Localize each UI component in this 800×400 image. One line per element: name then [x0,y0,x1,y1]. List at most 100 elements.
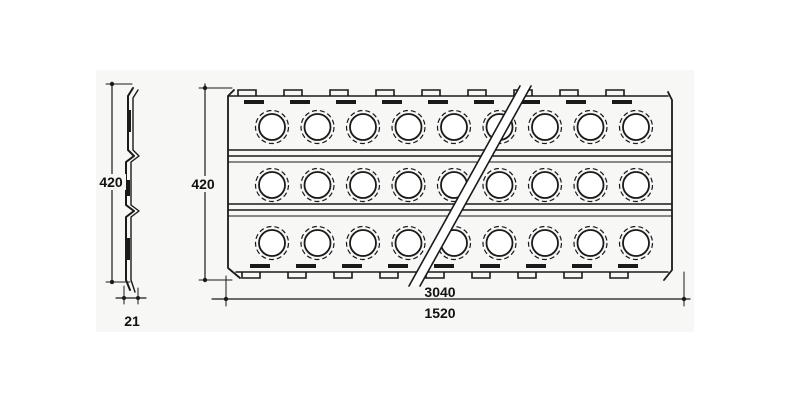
edge-tooth [283,89,303,96]
dimension-dot [223,296,229,302]
hole-grid [254,109,654,261]
edge-slot [434,264,454,268]
perforation-hole [618,167,654,203]
top-slot-row [237,89,632,104]
perforation-hole [618,109,654,145]
hole-dashed-ring [300,167,335,203]
edge-slot [244,100,264,104]
edge-tooth [471,272,491,279]
dimension-dot [136,296,140,300]
edge-slot [388,264,408,268]
edge-tooth [241,272,261,279]
perforation-hole [391,167,426,203]
break-line-left [408,85,521,287]
dimension-dot [122,296,126,300]
hole-dashed-ring [573,167,608,203]
edge-tooth [237,89,257,96]
perforation-hole [300,225,335,261]
hole-circle [258,171,286,199]
hole-dashed-ring [482,225,517,261]
hole-circle [394,171,423,199]
edge-slot [336,100,356,104]
hole-dashed-ring [618,225,654,261]
hole-circle [622,113,650,141]
perforation-hole [254,167,290,203]
hole-circle [531,113,559,141]
edge-tooth [467,89,487,96]
dimension-dot [202,85,208,91]
hole-circle [258,229,286,257]
hole-dashed-ring [300,109,335,145]
perforation-hole [300,167,335,203]
profile-slot [127,110,131,132]
hole-circle [440,113,468,141]
perforation-hole [345,167,381,203]
perforation-hole [391,225,426,261]
hole-circle [531,229,559,257]
edge-tooth [333,272,353,279]
edge-tooth [421,89,441,96]
profile-inner-line [130,89,140,293]
edge-slot [480,264,500,268]
hole-circle [576,229,605,257]
hole-dashed-ring [345,109,381,145]
hole-dashed-ring [527,109,563,145]
profile-depth-dimension: 21 [115,285,147,329]
hole-circle [531,171,559,199]
panel-right-edge [663,91,673,281]
perforation-hole [527,167,563,203]
edge-slot [250,264,270,268]
profile-height-label: 420 [99,174,123,190]
hole-dashed-ring [254,167,290,203]
edge-slot [382,100,402,104]
perforation-hole [573,225,608,261]
break-gap [409,86,531,286]
edge-tooth [605,89,625,96]
perforation-hole [573,167,608,203]
perforation-hole [345,225,381,261]
perforation-hole [482,225,517,261]
hole-circle [303,229,332,257]
perforation-hole [527,225,563,261]
edge-slot [428,100,448,104]
hole-circle [485,229,514,257]
edge-tooth [329,89,349,96]
hole-dashed-ring [391,225,426,261]
perforation-hole [254,109,290,145]
perforation-hole [573,109,608,145]
hole-dashed-ring [527,225,563,261]
hole-dashed-ring [391,109,426,145]
hole-circle [576,171,605,199]
profile-depth-label: 21 [124,313,140,329]
hole-dashed-ring [300,225,335,261]
length-secondary-label: 1520 [424,305,455,321]
edge-slot [520,100,540,104]
bottom-slot-row [241,264,638,279]
perforation-hole [482,167,517,203]
edge-slot [618,264,638,268]
hole-circle [485,171,514,199]
hole-dashed-ring [345,167,381,203]
panel-left-edge [227,89,241,279]
perforation-hole [618,225,654,261]
hole-dashed-ring [618,167,654,203]
perforation-hole [391,109,426,145]
break-line [408,85,532,287]
dimension-dot [109,279,115,285]
perforation-hole [527,109,563,145]
edge-slot [296,264,316,268]
edge-tooth [379,272,399,279]
edge-slot [526,264,546,268]
edge-tooth [559,89,579,96]
hole-circle [303,171,332,199]
edge-slot [572,264,592,268]
hole-circle [576,113,605,141]
perforation-hole [300,109,335,145]
dimension-dot [681,296,687,302]
hole-dashed-ring [573,225,608,261]
hole-circle [622,229,650,257]
hole-circle [303,113,332,141]
hole-dashed-ring [482,167,517,203]
hole-circle [349,113,377,141]
